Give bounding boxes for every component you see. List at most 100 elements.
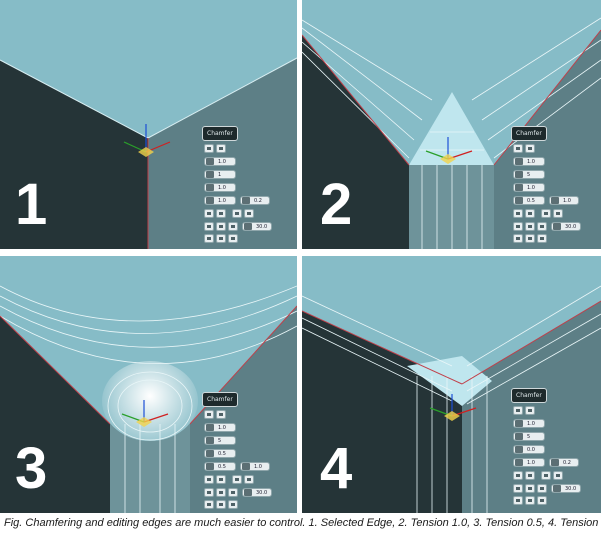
tension-field[interactable]: 0.0	[513, 445, 545, 454]
cancel-icon[interactable]	[228, 500, 238, 509]
depth-field[interactable]: 0.5	[513, 196, 545, 205]
amount-icon	[206, 424, 214, 431]
end-bias-field[interactable]: 0.2	[240, 196, 270, 205]
tension-icon	[206, 450, 214, 457]
apply-continue-button[interactable]	[525, 496, 535, 505]
cancel-icon[interactable]	[537, 496, 547, 505]
miter-button[interactable]	[513, 484, 523, 493]
tension-field[interactable]: 1.0	[513, 183, 545, 192]
gizmo-axis-icon[interactable]	[420, 133, 480, 173]
amount-field[interactable]: 1.0	[204, 423, 236, 432]
cancel-icon[interactable]	[537, 234, 547, 243]
open-button[interactable]	[216, 475, 226, 484]
apply-icon[interactable]	[204, 500, 214, 509]
amount-field[interactable]: 1.0	[204, 157, 236, 166]
open-button[interactable]	[525, 209, 535, 218]
chamfer-tool-icon[interactable]: Chamfer	[511, 126, 547, 141]
smooth-button[interactable]	[204, 475, 214, 484]
open-button[interactable]	[525, 471, 535, 480]
chamfer-tool-icon[interactable]: Chamfer	[202, 392, 238, 407]
segments-field[interactable]: 1	[204, 170, 236, 179]
patch-button[interactable]	[525, 222, 535, 231]
patch-button[interactable]	[216, 222, 226, 231]
smooth-button[interactable]	[513, 209, 523, 218]
edge-mode-button[interactable]	[513, 406, 523, 415]
edge-mode-button[interactable]	[204, 410, 214, 419]
apply-continue-button[interactable]	[216, 500, 226, 509]
smooth-group-button[interactable]	[537, 222, 547, 231]
smooth-threshold-field[interactable]: 30.0	[551, 222, 581, 231]
chamfer-caddy-3[interactable]: Chamfer 1.0 5 0.5 0.5 1.0 30.0	[200, 392, 282, 512]
panel-number-2: 2	[320, 172, 353, 237]
invert-button[interactable]	[232, 209, 242, 218]
quad-button[interactable]	[553, 471, 563, 480]
chamfer-tool-icon[interactable]: Chamfer	[202, 126, 238, 141]
miter-button[interactable]	[204, 222, 214, 231]
depth-field[interactable]: 1.0	[204, 196, 236, 205]
smooth-threshold-field[interactable]: 30.0	[242, 222, 272, 231]
segments-icon	[515, 433, 523, 440]
smooth-button[interactable]	[513, 471, 523, 480]
apply-continue-button[interactable]	[216, 234, 226, 243]
end-bias-icon	[551, 197, 559, 204]
gizmo-axis-icon[interactable]	[424, 390, 484, 430]
depth-icon	[515, 459, 523, 466]
cancel-icon[interactable]	[228, 234, 238, 243]
end-bias-field[interactable]: 0.2	[549, 458, 579, 467]
segments-field[interactable]: 5	[204, 436, 236, 445]
apply-icon[interactable]	[513, 234, 523, 243]
depth-icon	[515, 197, 523, 204]
segments-icon	[206, 171, 214, 178]
patch-button[interactable]	[525, 484, 535, 493]
group-mode-button[interactable]	[216, 144, 226, 153]
miter-button[interactable]	[513, 222, 523, 231]
model-render-2	[302, 0, 601, 249]
gizmo-axis-icon[interactable]	[116, 396, 176, 436]
depth-field[interactable]: 1.0	[513, 458, 545, 467]
viewport-panel-2[interactable]: 2	[302, 0, 601, 249]
chamfer-caddy-4[interactable]: Chamfer 1.0 5 0.0 1.0 0.2 30.0	[509, 388, 591, 508]
amount-field[interactable]: 1.0	[513, 419, 545, 428]
open-button[interactable]	[216, 209, 226, 218]
end-bias-field[interactable]: 1.0	[549, 196, 579, 205]
tension-icon	[206, 184, 214, 191]
segments-field[interactable]: 5	[513, 432, 545, 441]
smooth-threshold-field[interactable]: 30.0	[551, 484, 581, 493]
group-mode-button[interactable]	[525, 406, 535, 415]
end-bias-icon	[242, 463, 250, 470]
smooth-group-button[interactable]	[537, 484, 547, 493]
quad-button[interactable]	[553, 209, 563, 218]
group-mode-button[interactable]	[216, 410, 226, 419]
end-bias-field[interactable]: 1.0	[240, 462, 270, 471]
smooth-threshold-field[interactable]: 30.0	[242, 488, 272, 497]
amount-field[interactable]: 1.0	[513, 157, 545, 166]
chamfer-caddy-1[interactable]: Chamfer 1.0 1 1.0 1.0 0.2 30.0	[200, 126, 282, 246]
edge-mode-button[interactable]	[204, 144, 214, 153]
smooth-button[interactable]	[204, 209, 214, 218]
quad-button[interactable]	[244, 475, 254, 484]
patch-button[interactable]	[216, 488, 226, 497]
smooth-threshold-icon	[553, 223, 561, 230]
chamfer-caddy-2[interactable]: Chamfer 1.0 5 1.0 0.5 1.0 30.0	[509, 126, 591, 246]
apply-icon[interactable]	[513, 496, 523, 505]
viewport-panel-1[interactable]: 1	[0, 0, 297, 249]
smooth-group-button[interactable]	[228, 222, 238, 231]
apply-continue-button[interactable]	[525, 234, 535, 243]
invert-button[interactable]	[541, 471, 551, 480]
invert-button[interactable]	[541, 209, 551, 218]
edge-mode-button[interactable]	[513, 144, 523, 153]
tension-field[interactable]: 1.0	[204, 183, 236, 192]
viewport-panel-3[interactable]: 3	[0, 256, 297, 513]
invert-button[interactable]	[232, 475, 242, 484]
segments-field[interactable]: 5	[513, 170, 545, 179]
group-mode-button[interactable]	[525, 144, 535, 153]
apply-icon[interactable]	[204, 234, 214, 243]
depth-field[interactable]: 0.5	[204, 462, 236, 471]
smooth-group-button[interactable]	[228, 488, 238, 497]
gizmo-axis-icon[interactable]	[118, 118, 178, 168]
chamfer-tool-icon[interactable]: Chamfer	[511, 388, 547, 403]
tension-field[interactable]: 0.5	[204, 449, 236, 458]
quad-button[interactable]	[244, 209, 254, 218]
miter-button[interactable]	[204, 488, 214, 497]
tension-icon	[515, 184, 523, 191]
